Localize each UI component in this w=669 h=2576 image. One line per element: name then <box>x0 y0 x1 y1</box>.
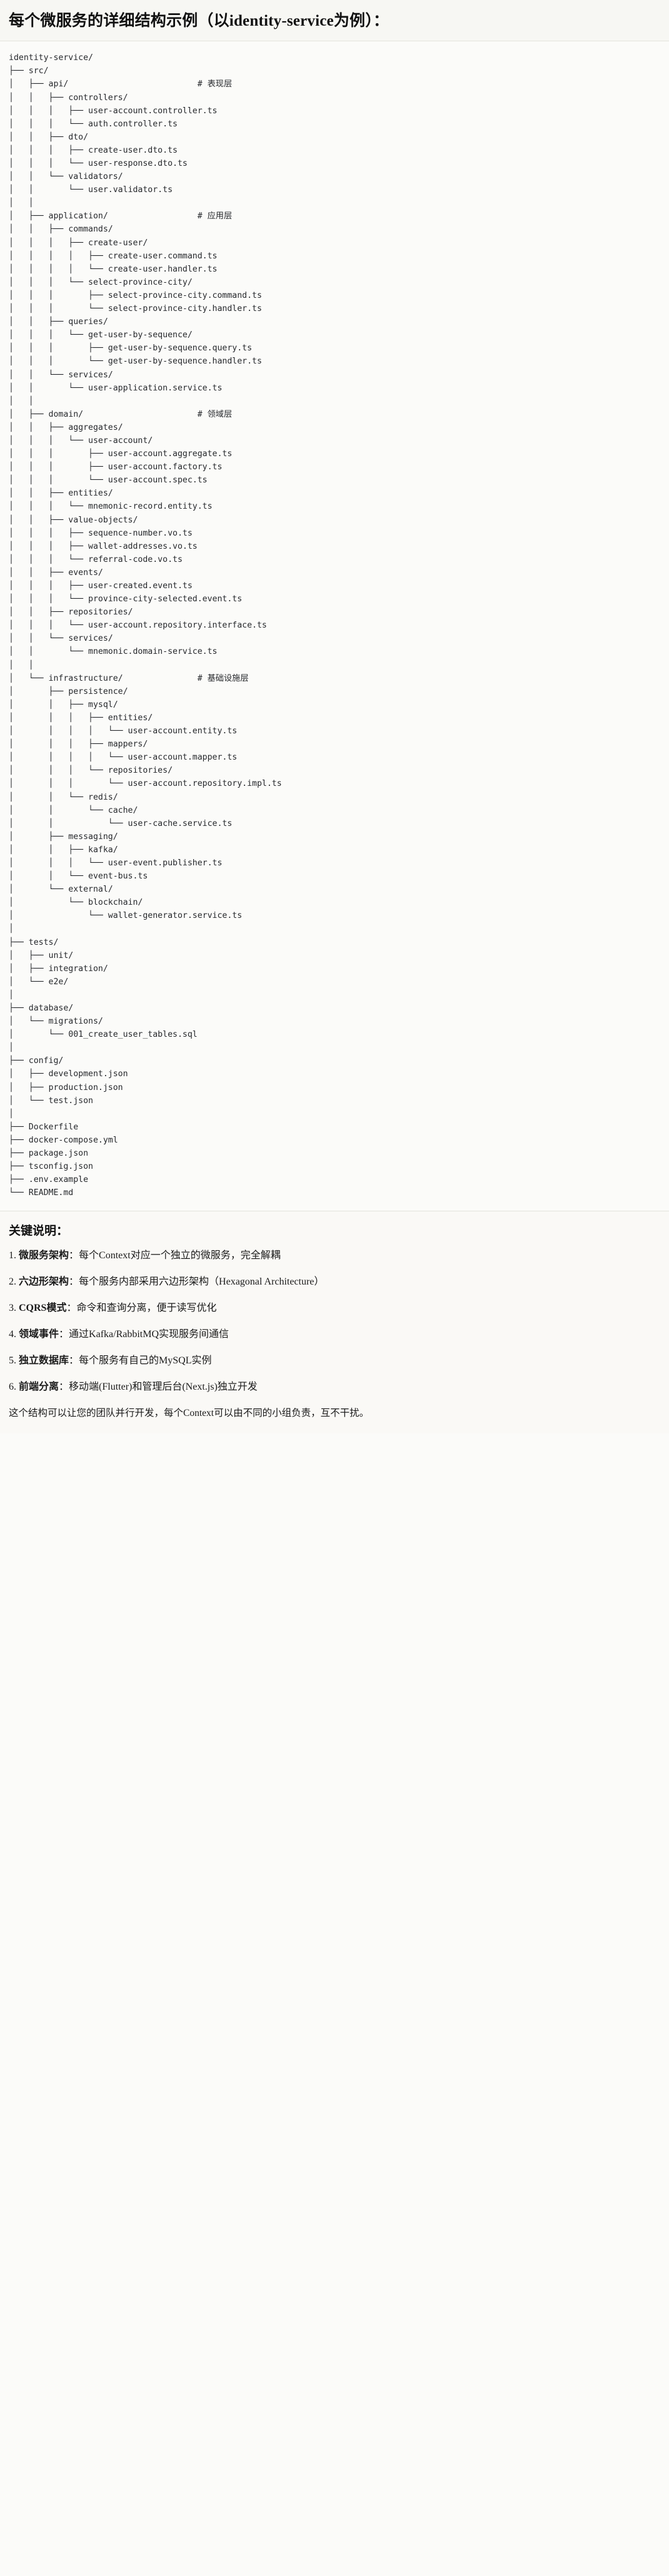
key-note-description: 通过Kafka/RabbitMQ实现服务间通信 <box>69 1329 229 1340</box>
key-note-description: 每个服务有自己的MySQL实例 <box>79 1355 212 1367</box>
directory-tree: identity-service/ ├── src/ │ ├── api/ # … <box>9 53 282 1198</box>
document-root: 每个微服务的详细结构示例（以identity-service为例）： ident… <box>0 0 669 1433</box>
page-title: 每个微服务的详细结构示例（以identity-service为例）： <box>9 13 390 29</box>
key-note-description: 移动端(Flutter)和管理后台(Next.js)独立开发 <box>69 1382 258 1393</box>
key-note-separator: ： <box>66 1303 77 1314</box>
document-header: 每个微服务的详细结构示例（以identity-service为例）： <box>0 0 669 42</box>
key-note-item: CQRS模式：命令和查询分离，便于读写优化 <box>9 1301 660 1316</box>
key-note-separator: ： <box>59 1329 69 1340</box>
key-note-description: 命令和查询分离，便于读写优化 <box>76 1303 217 1314</box>
key-note-term: 微服务架构 <box>19 1250 69 1261</box>
key-note-term: CQRS模式 <box>19 1303 67 1314</box>
key-notes-heading: 关键说明： <box>9 1224 69 1238</box>
key-note-item: 领域事件：通过Kafka/RabbitMQ实现服务间通信 <box>9 1327 660 1342</box>
directory-tree-block: identity-service/ ├── src/ │ ├── api/ # … <box>0 41 669 1211</box>
key-notes-section: 关键说明： 微服务架构：每个Context对应一个独立的微服务，完全解耦六边形架… <box>0 1211 669 1434</box>
key-note-term: 独立数据库 <box>19 1355 69 1367</box>
key-note-item: 独立数据库：每个服务有自己的MySQL实例 <box>9 1353 660 1368</box>
key-note-separator: ： <box>69 1250 79 1261</box>
key-note-description: 每个服务内部采用六边形架构（Hexagonal Architecture） <box>79 1276 324 1288</box>
key-note-separator: ： <box>69 1355 79 1367</box>
key-note-term: 领域事件 <box>19 1329 59 1340</box>
key-note-term: 六边形架构 <box>19 1276 69 1288</box>
key-note-separator: ： <box>59 1382 69 1393</box>
closing-paragraph: 这个结构可以让您的团队并行开发，每个Context可以由不同的小组负责，互不干扰… <box>9 1408 370 1419</box>
key-note-item: 前端分离：移动端(Flutter)和管理后台(Next.js)独立开发 <box>9 1380 660 1395</box>
key-note-item: 微服务架构：每个Context对应一个独立的微服务，完全解耦 <box>9 1248 660 1263</box>
key-note-term: 前端分离 <box>19 1382 59 1393</box>
key-notes-list: 微服务架构：每个Context对应一个独立的微服务，完全解耦六边形架构：每个服务… <box>9 1248 660 1395</box>
key-note-separator: ： <box>69 1276 79 1288</box>
key-note-description: 每个Context对应一个独立的微服务，完全解耦 <box>79 1250 281 1261</box>
key-note-item: 六边形架构：每个服务内部采用六边形架构（Hexagonal Architectu… <box>9 1275 660 1290</box>
